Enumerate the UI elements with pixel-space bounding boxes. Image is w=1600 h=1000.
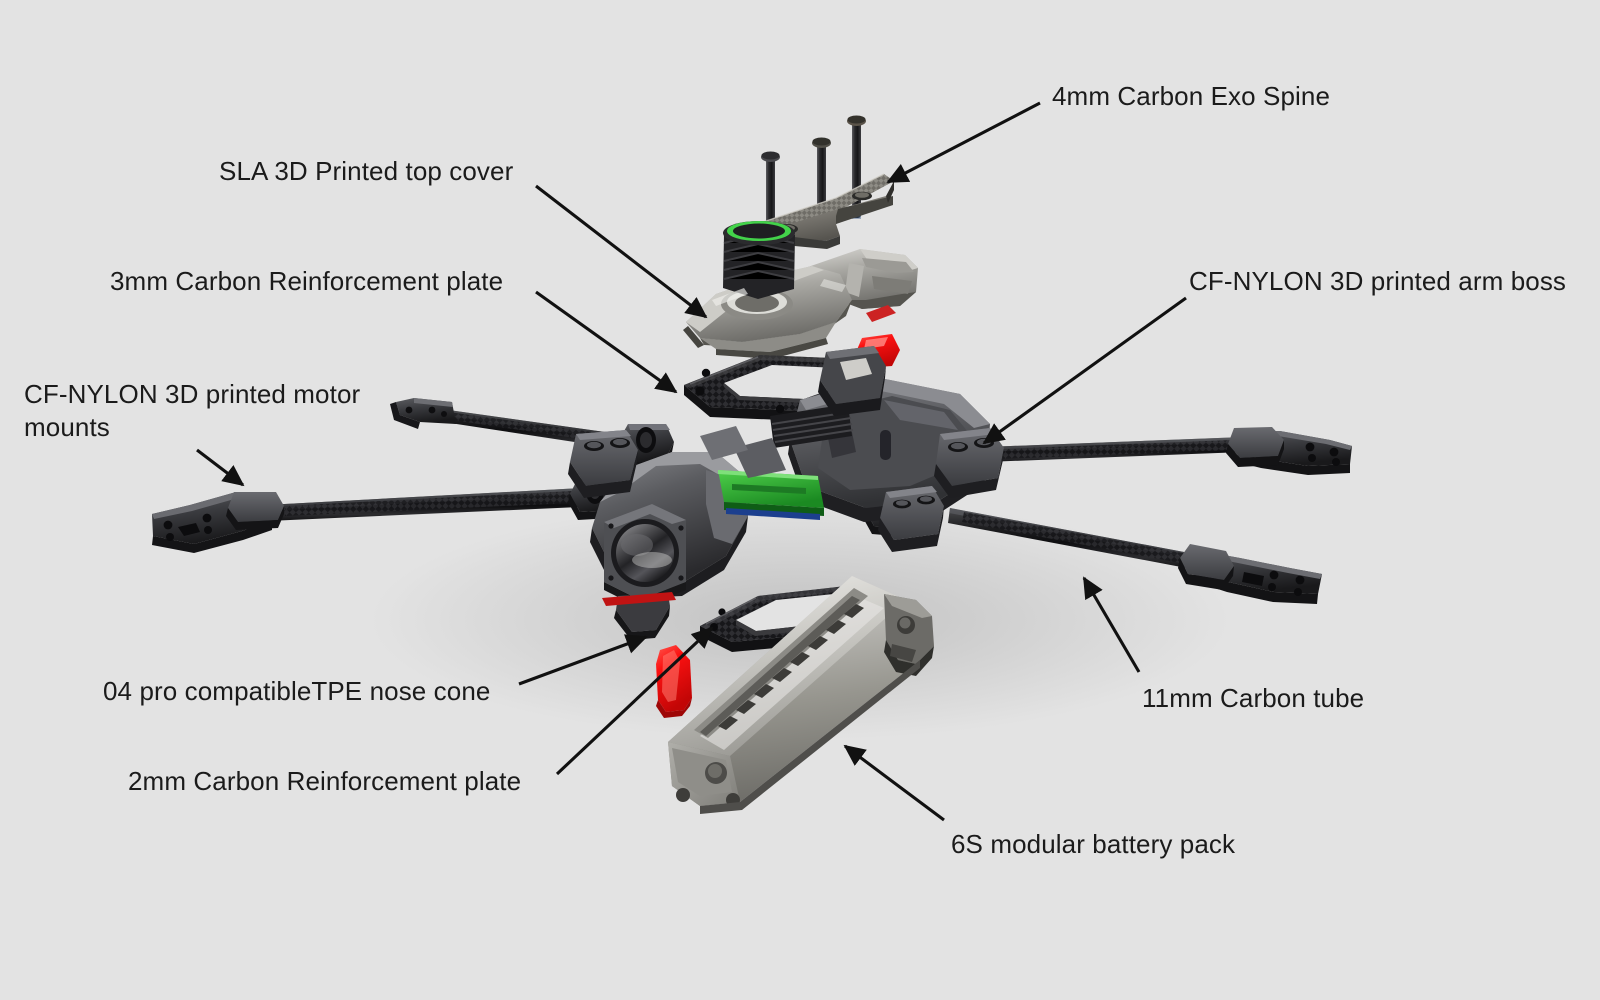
callout-plate-3mm: 3mm Carbon Reinforcement plate [110,266,504,296]
callout-nose-cone: 04 pro compatibleTPE nose cone [103,676,491,706]
callout-plate-2mm: 2mm Carbon Reinforcement plate [128,766,522,796]
leader-nose-cone [518,634,648,686]
leader-carbon-tube [1082,576,1141,673]
callout-battery: 6S modular battery pack [951,829,1236,859]
callout-motor-mounts: CF-NYLON 3D printed motor mounts [24,379,361,443]
battery-pack [668,576,934,814]
callout-carbon-tube: 11mm Carbon tube [1142,683,1365,713]
leader-battery [843,744,945,822]
leader-plate-2mm [555,626,714,776]
leader-exo-spine [886,101,1041,184]
leader-top-cover [535,184,708,319]
leader-motor-mounts [196,448,245,487]
callout-exo-spine: 4mm Carbon Exo Spine [1052,81,1331,111]
center-body [568,334,1004,640]
leader-plate-3mm [535,290,678,394]
callout-arm-boss: CF-NYLON 3D printed arm boss [1189,266,1567,296]
callout-top-cover: SLA 3D Printed top cover [219,156,514,186]
sla-top-cover [683,221,918,359]
leader-arm-boss [982,296,1187,445]
